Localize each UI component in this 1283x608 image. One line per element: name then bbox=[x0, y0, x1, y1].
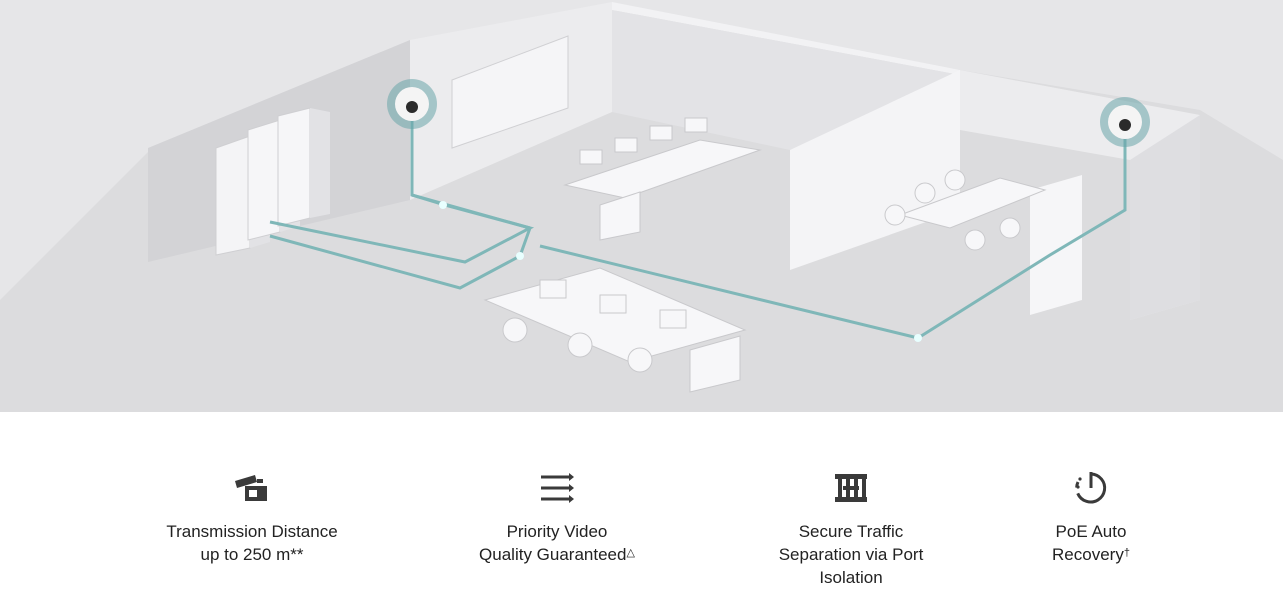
meeting-table bbox=[884, 169, 1047, 251]
feature-priority-video: Priority Video Quality Guaranteed△ bbox=[437, 468, 677, 566]
camera-right bbox=[1100, 97, 1150, 147]
feature-label-line3: Isolation bbox=[819, 568, 883, 587]
priority-arrows-icon bbox=[437, 468, 677, 508]
feature-label-line1: Secure Traffic bbox=[798, 522, 904, 541]
camera-extend-icon bbox=[132, 468, 372, 508]
feature-footnote-mark: △ bbox=[626, 547, 635, 559]
office-network-illustration bbox=[0, 0, 1283, 412]
desk-cluster-back bbox=[563, 117, 762, 241]
port-isolation-icon bbox=[731, 468, 971, 508]
feature-transmission-distance: Transmission Distance up to 250 m** bbox=[132, 468, 372, 566]
features-row: Transmission Distance up to 250 m** Prio… bbox=[0, 412, 1283, 608]
server-racks bbox=[215, 107, 330, 256]
feature-label-line2: Recovery bbox=[1052, 545, 1124, 564]
wall-back bbox=[612, 2, 960, 75]
feature-label-line1: PoE Auto bbox=[1055, 522, 1127, 541]
network-cables bbox=[269, 110, 1127, 340]
feature-label-line2: Separation via Port bbox=[778, 545, 924, 564]
feature-label-line2: up to 250 m** bbox=[200, 545, 304, 564]
feature-label-line2: Quality Guaranteed bbox=[479, 545, 627, 564]
feature-footnote-mark: † bbox=[1123, 547, 1130, 559]
feature-poe-auto-recovery: PoE Auto Recovery† bbox=[971, 468, 1211, 566]
camera-left bbox=[387, 79, 437, 129]
whiteboard bbox=[451, 35, 569, 149]
feature-port-isolation: Secure Traffic Separation via Port Isola… bbox=[731, 468, 971, 589]
desk-cluster-front bbox=[483, 267, 747, 393]
feature-label-line1: Priority Video bbox=[506, 522, 608, 541]
feature-label-line1: Transmission Distance bbox=[166, 522, 338, 541]
power-recovery-icon bbox=[971, 468, 1211, 508]
